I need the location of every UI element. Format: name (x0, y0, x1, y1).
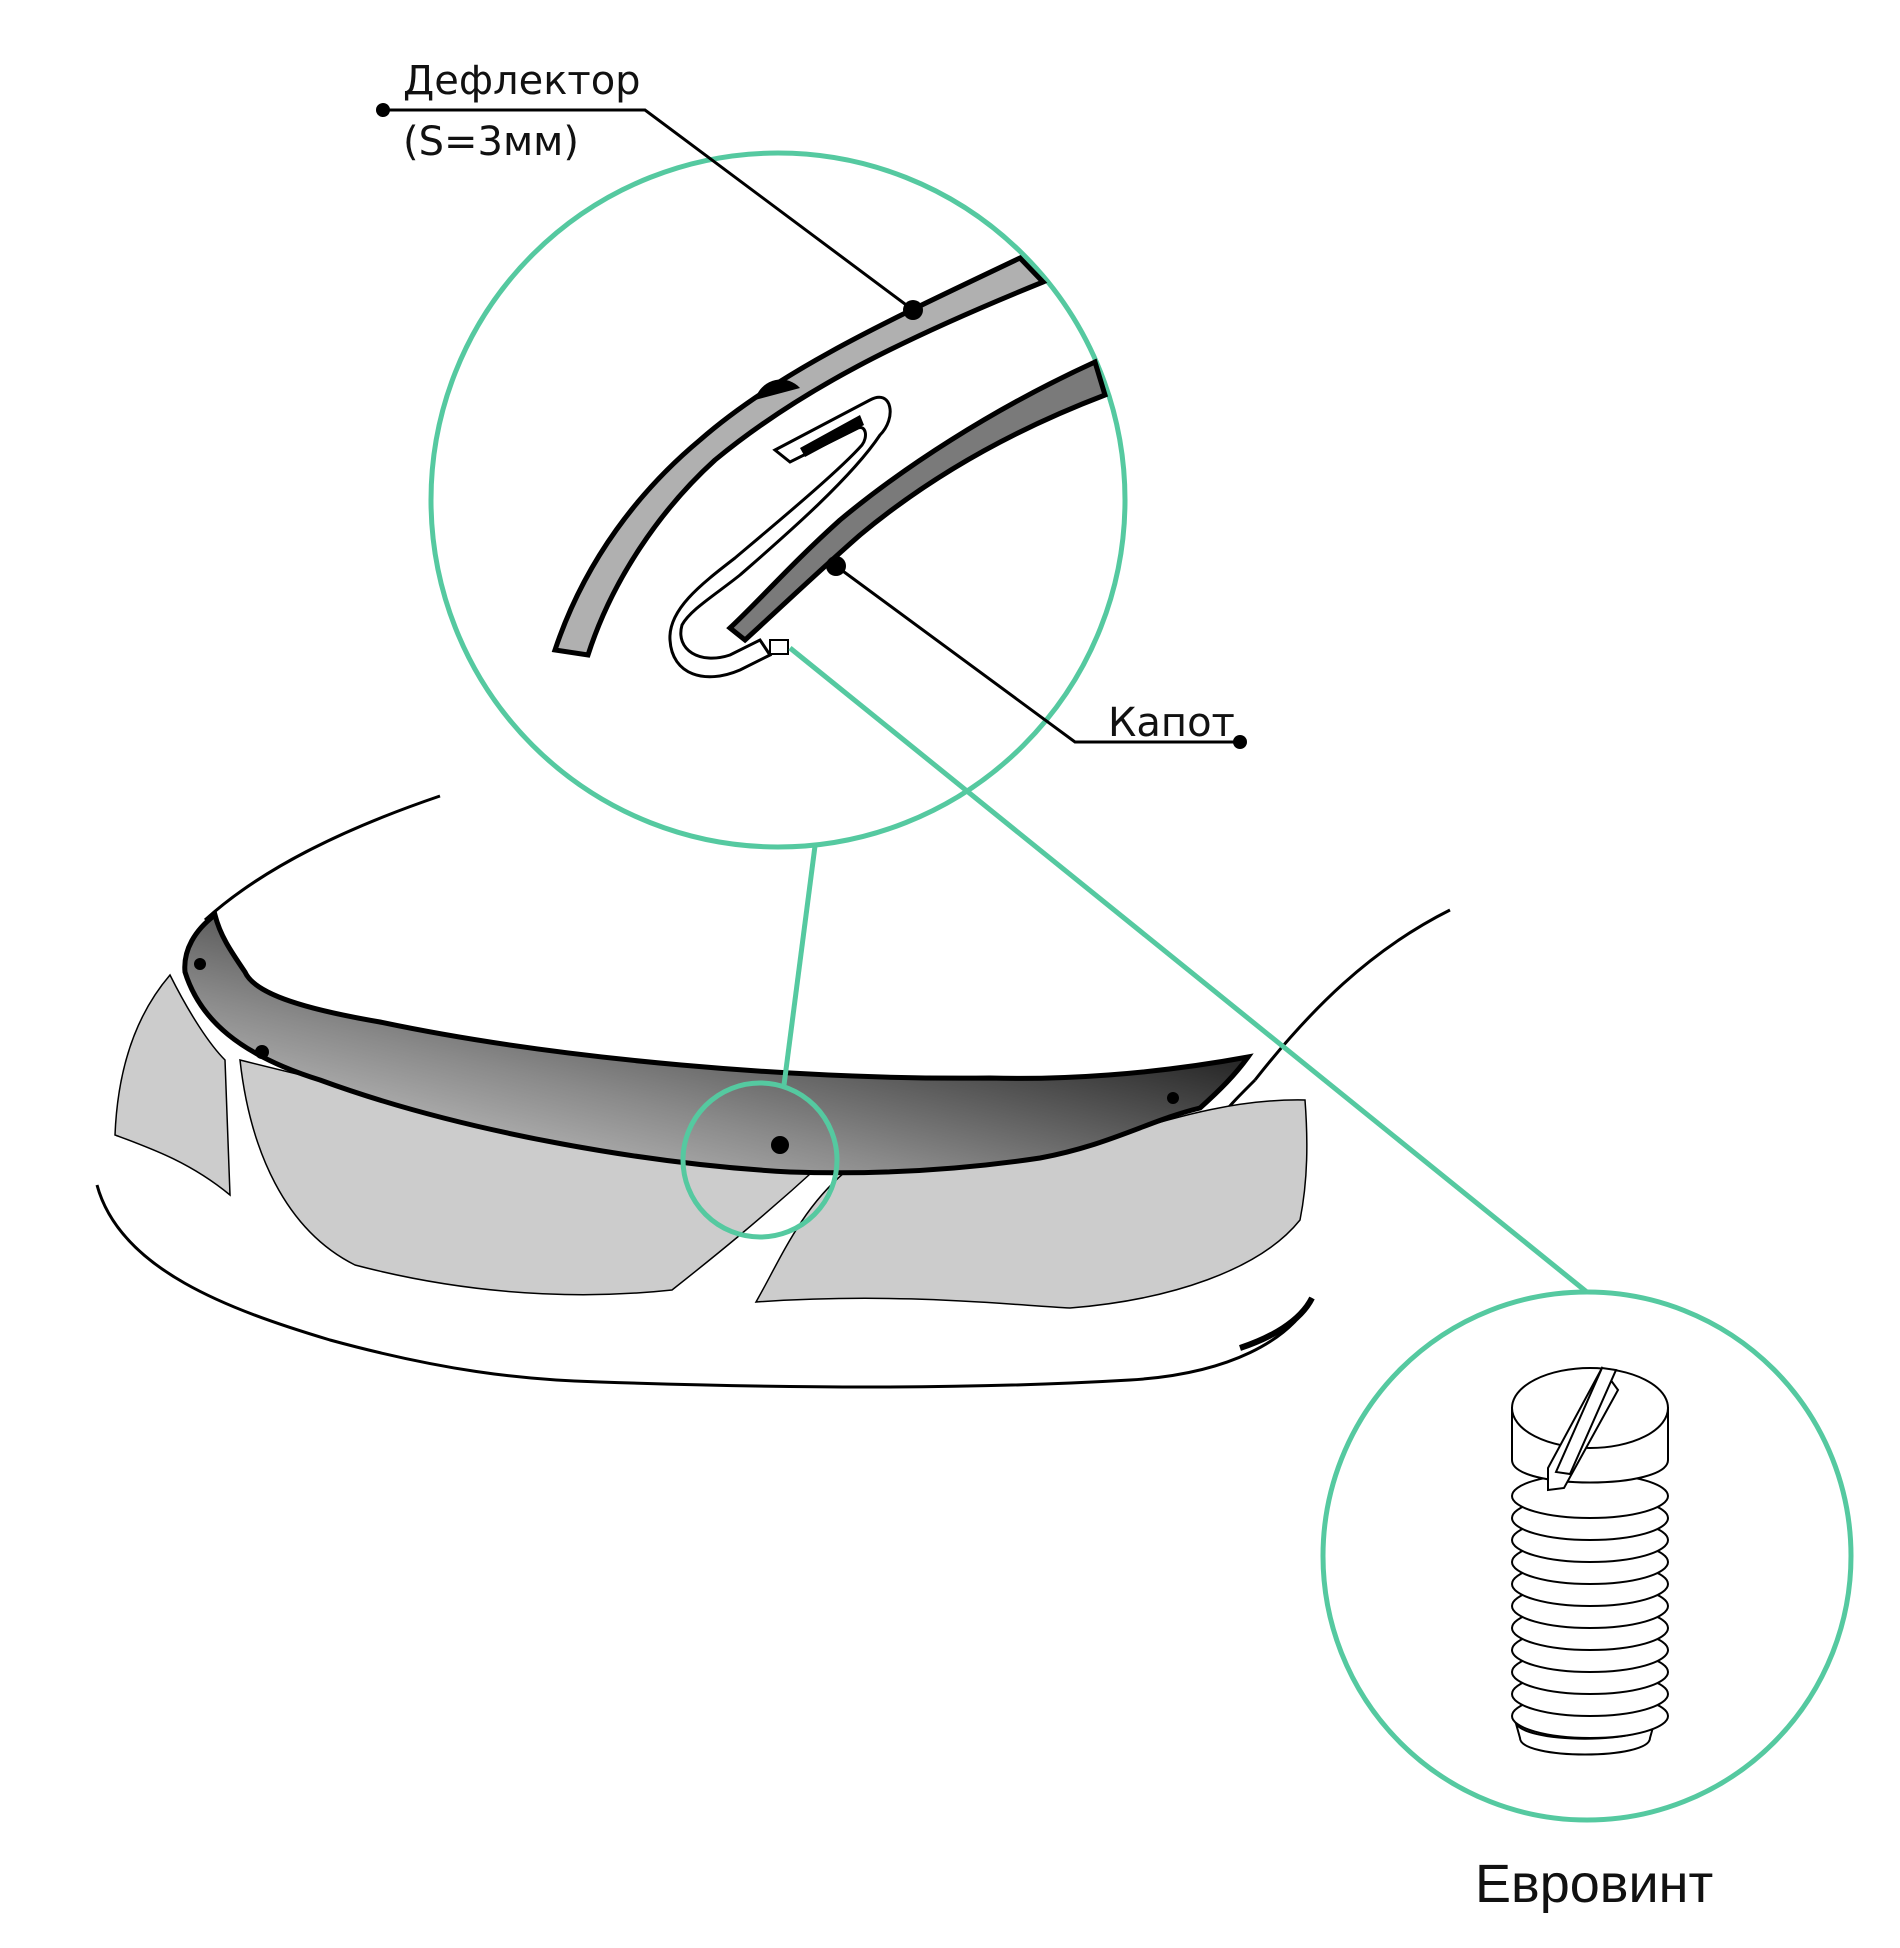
left-headlight (114, 973, 231, 1197)
screw-label: Евровинт (1475, 1854, 1713, 1914)
hood-label-dot (1233, 735, 1247, 749)
screw-tip (769, 639, 789, 655)
mount-hole-1 (194, 958, 206, 970)
clip-tab (800, 415, 864, 457)
bumper-outline-thick (1239, 1296, 1315, 1351)
bumper-outline (95, 1184, 1314, 1389)
car-front (95, 794, 1451, 1389)
deflector-leader-line (383, 108, 914, 312)
mount-hole-4 (1167, 1092, 1179, 1104)
deflector-label-dot (376, 103, 390, 117)
fender-line (1253, 908, 1451, 1081)
deflector-body (182, 910, 1254, 1176)
hood-deflector (182, 910, 1254, 1176)
hood-top-curve (203, 794, 441, 922)
profile-cap (755, 379, 800, 400)
connector-focus-to-zoom (781, 845, 818, 1086)
hood-profile (726, 358, 1109, 644)
deflector-profile (551, 254, 1048, 658)
zoom-circle (428, 150, 1128, 850)
hood-label: Капот (1108, 700, 1235, 746)
connector-clip-to-screw (788, 646, 1590, 1295)
slotted-screw-icon (1511, 1366, 1669, 1756)
detail-focus-circle (680, 1080, 840, 1240)
hood-leader-line (835, 564, 1240, 744)
screw-detail (1320, 1289, 1854, 1823)
mounting-clip (668, 395, 892, 679)
mount-hole-3 (771, 1136, 789, 1154)
screw-threads (1511, 1473, 1669, 1756)
zoom-circle-cross-section (428, 150, 1128, 850)
deflector-label: Дефлектор (403, 58, 641, 104)
mount-hole-2 (255, 1045, 269, 1059)
deflector-thickness-label: (S=3мм) (403, 119, 579, 165)
